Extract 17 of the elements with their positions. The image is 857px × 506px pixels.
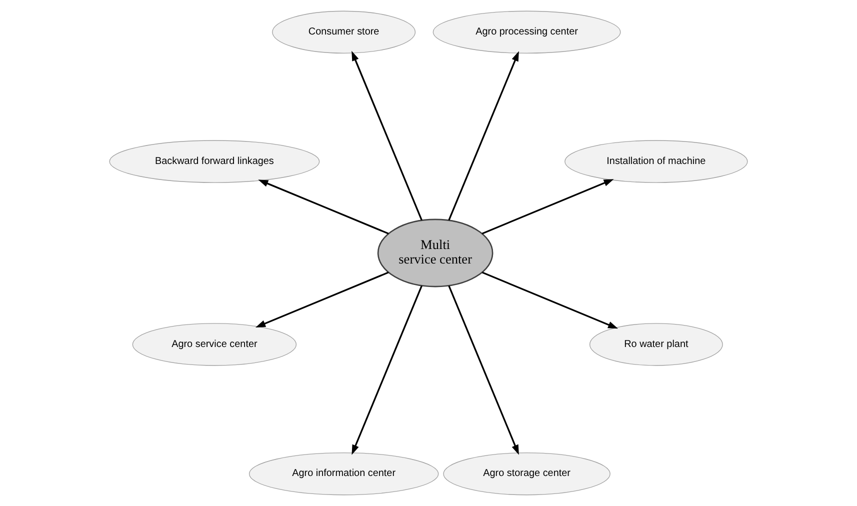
arrow: [448, 286, 519, 455]
arrow: [352, 286, 422, 455]
node-ellipse: Installation of machine: [564, 140, 748, 183]
arrow: [482, 179, 614, 234]
arrow: [352, 50, 422, 220]
arrow: [448, 51, 519, 220]
node-ellipse: Consumer store: [272, 10, 416, 54]
node-ellipse: Backward forward linkages: [109, 140, 320, 183]
arrow: [258, 180, 389, 234]
node-ellipse: Agro information center: [248, 452, 439, 496]
arrow: [256, 272, 389, 328]
node-ellipse: Agro storage center: [443, 452, 610, 496]
arrow: [482, 272, 618, 329]
node-ellipse: Ro water plant: [589, 323, 723, 366]
node-ellipse: Agro processing center: [432, 10, 621, 54]
node-ellipse: Multi service center: [377, 218, 494, 288]
node-ellipse: Agro service center: [132, 323, 297, 366]
